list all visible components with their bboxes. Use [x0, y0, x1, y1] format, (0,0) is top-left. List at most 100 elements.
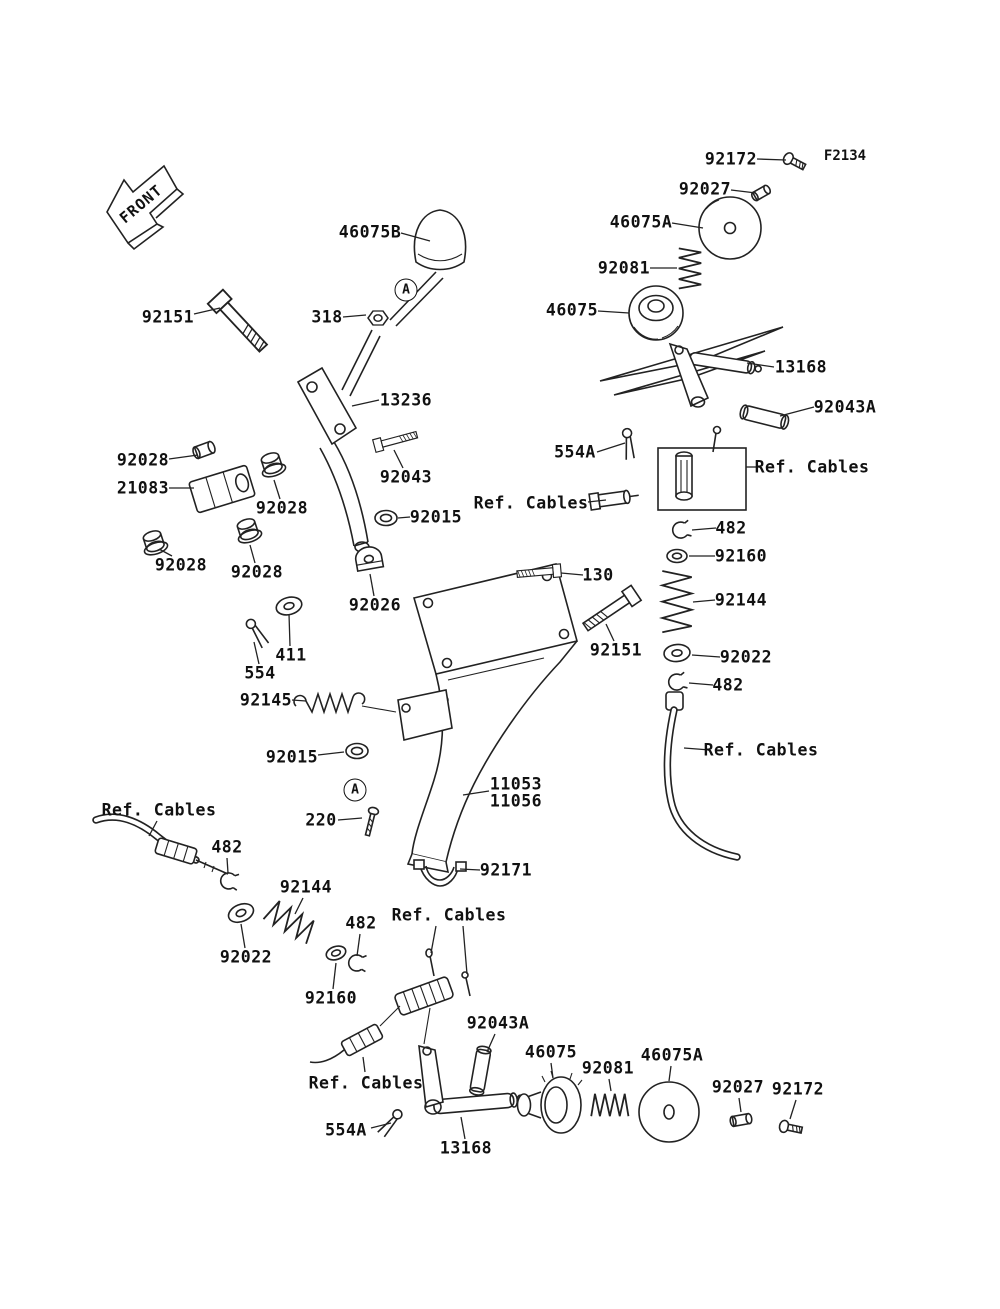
clamp-92171 — [413, 859, 467, 887]
spring-92081-bottom — [590, 1093, 630, 1117]
leader-line — [486, 1033, 496, 1053]
part-label: 92172 — [771, 1079, 825, 1099]
cable-end-bottom-left — [339, 1022, 385, 1058]
part-label: Ref. Cables — [308, 1073, 424, 1093]
leader-line — [730, 189, 757, 194]
leader-line — [668, 1065, 672, 1082]
part-label: 92022 — [719, 647, 773, 667]
shift-knob-46075b — [413, 209, 467, 271]
part-label: 92081 — [581, 1058, 635, 1078]
leader-line — [597, 310, 630, 314]
leader-line — [683, 747, 711, 751]
part-label: 92015 — [409, 507, 463, 527]
cable-fittings-center — [309, 948, 471, 1064]
shift-lever-13236 — [296, 366, 370, 553]
part-label: 92028 — [255, 498, 309, 518]
front-direction-arrow — [106, 164, 185, 251]
bushing-92028-c — [232, 515, 264, 547]
washer-92022-right — [662, 642, 692, 664]
leader-line — [370, 1122, 392, 1129]
part-label: 46075 — [524, 1042, 578, 1062]
leader-lines — [148, 158, 815, 1140]
part-label: 318 — [311, 307, 343, 327]
collar-92028-a — [192, 440, 216, 460]
part-label: 220 — [305, 810, 337, 830]
cable-end-top — [588, 489, 639, 511]
ring-92160-right — [666, 548, 688, 564]
leader-line — [756, 158, 787, 161]
leader-line — [560, 572, 584, 576]
bolt-92151-right — [579, 584, 642, 636]
leader-line — [332, 962, 337, 990]
pin-92043a-bottom — [468, 1044, 493, 1097]
leader-line — [226, 857, 229, 874]
part-label: 482 — [345, 913, 377, 933]
part-label: 13168 — [439, 1138, 493, 1158]
part-label: 92160 — [714, 546, 768, 566]
leader-line — [550, 1062, 554, 1079]
pin-92043a-top — [738, 403, 791, 431]
leader-line — [596, 442, 626, 453]
screw-220 — [364, 806, 380, 837]
part-label: 92171 — [479, 860, 533, 880]
leader-line — [587, 499, 607, 503]
part-label: 11053 — [489, 774, 543, 794]
leader-line — [691, 527, 717, 531]
leader-line — [148, 820, 158, 837]
spring-92081-top — [678, 247, 702, 290]
part-label: 92144 — [714, 590, 768, 610]
part-label: 92026 — [348, 595, 402, 615]
part-label: 92028 — [230, 562, 284, 582]
part-label: 411 — [275, 645, 307, 665]
part-label: 92015 — [265, 747, 319, 767]
leader-line — [273, 479, 281, 500]
figure-code: F2134 — [823, 148, 867, 164]
part-label: 13236 — [379, 390, 433, 410]
leader-line — [362, 1056, 366, 1073]
nut-92015-b — [345, 742, 369, 760]
leader-line — [253, 641, 260, 665]
cotter-pin-554 — [240, 616, 274, 650]
part-label: 92151 — [141, 307, 195, 327]
leader-line — [779, 406, 815, 417]
part-label: 13168 — [774, 357, 828, 377]
bolt-92151-left — [206, 288, 272, 357]
leader-line — [337, 817, 363, 821]
leader-line — [193, 307, 221, 315]
bolt-92043 — [372, 427, 420, 453]
knob-46075-top — [628, 285, 684, 341]
part-label: 92027 — [678, 179, 732, 199]
spring-92144-right — [661, 570, 693, 634]
leader-line — [369, 573, 375, 597]
part-label: 554A — [325, 1120, 367, 1140]
spring-92144-left — [262, 897, 319, 945]
leader-line — [789, 1099, 797, 1120]
clip-482-mid — [347, 953, 368, 973]
part-label: Ref. Cables — [754, 457, 870, 477]
part-label: 11056 — [489, 791, 543, 811]
leader-line — [351, 399, 380, 407]
clip-482-right-2 — [666, 671, 689, 693]
part-label: 92144 — [279, 877, 333, 897]
leader-line — [608, 1078, 612, 1092]
part-label: 92028 — [154, 555, 208, 575]
cable-right — [663, 691, 741, 861]
part-label: 46075A — [640, 1045, 704, 1065]
part-label: 21083 — [116, 478, 170, 498]
part-label: 92145 — [239, 690, 293, 710]
knob-46075-bottom — [516, 1070, 583, 1134]
part-label: 92022 — [219, 947, 273, 967]
leader-line — [746, 362, 775, 368]
leader-line — [393, 449, 404, 469]
leader-line — [462, 925, 468, 975]
spring-92145 — [293, 691, 397, 715]
leader-line — [738, 1097, 742, 1113]
part-label: 482 — [715, 518, 747, 538]
part-label: 46075 — [545, 300, 599, 320]
nut-92015-a — [374, 509, 398, 527]
bushing-92028-b — [256, 449, 288, 481]
leader-line — [462, 790, 490, 796]
leader-line — [692, 599, 716, 603]
leader-line — [691, 654, 721, 658]
ring-92160-left — [323, 942, 349, 964]
